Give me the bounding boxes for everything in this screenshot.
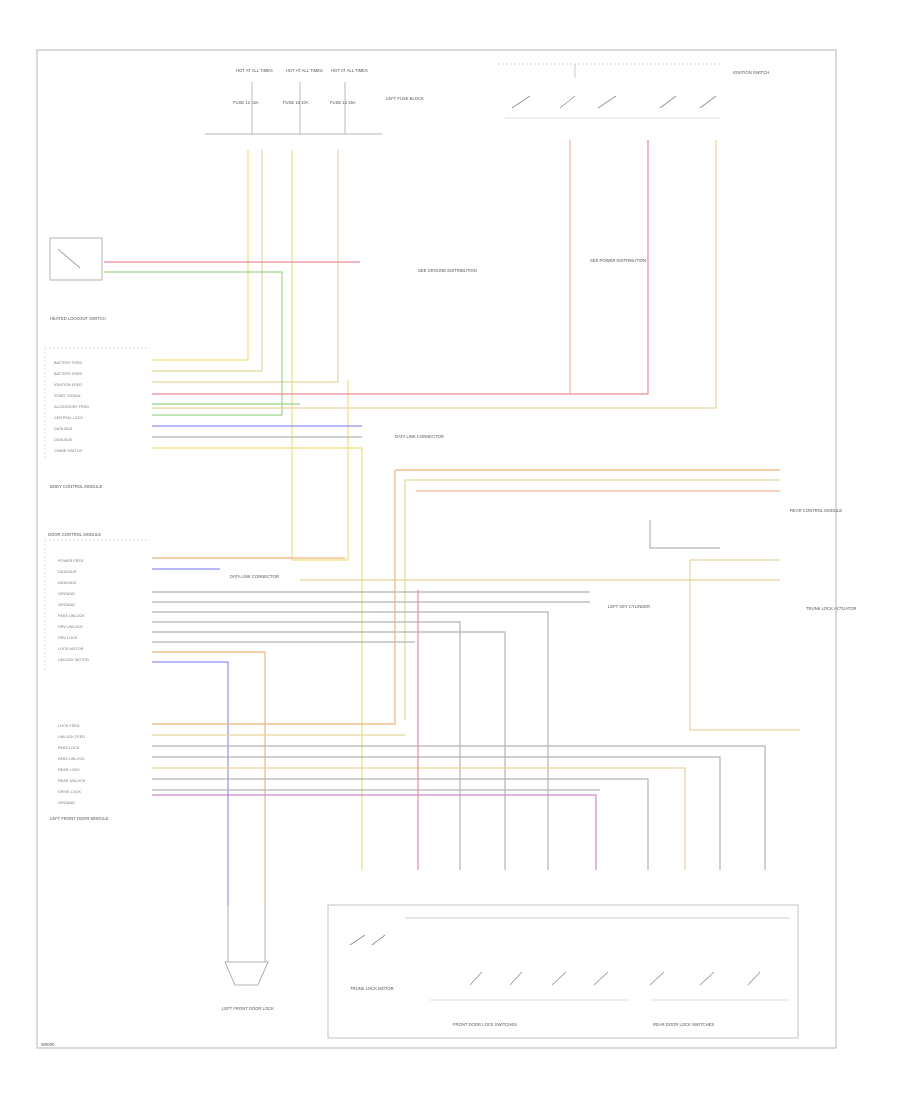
fuse-2-title: HOT AT ALL TIMES <box>286 68 323 73</box>
dcm-pin-9: LOCK MOTOR <box>58 647 84 651</box>
dcm-pin-7: DRV UNLOCK <box>58 625 83 629</box>
ignition-switch-label: IGNITION SWITCH <box>733 70 769 75</box>
door-switch-contacts <box>469 971 761 986</box>
heated-lockout-contact <box>57 248 81 269</box>
wire-dcm-orange2 <box>152 651 266 905</box>
dcm-pin-3: DATA BUS <box>58 581 77 585</box>
wire-dcm-gray4 <box>152 621 461 870</box>
dcm-pin-5: GROUND <box>58 603 75 607</box>
key-cylinder-label: LEFT KEY CYLINDER <box>608 604 650 609</box>
fuse-3-rating: FUSE 15 15A <box>330 100 356 105</box>
dcm-pin-6: PASS UNLOCK <box>58 614 85 618</box>
wire-right-gray <box>649 520 720 549</box>
trunk-motor-label: TRUNK LOCK MOTOR <box>350 986 394 991</box>
rear-switches-caption: REAR DOOR LOCK SWITCHES <box>653 1022 714 1027</box>
dcm-pin-2: DATA BUS <box>58 570 77 574</box>
dcm-pin-1: POWER FEED <box>58 559 84 563</box>
power-dist-label: SEE POWER DISTRIBUTION <box>590 258 646 263</box>
left-front-door-lock: LEFT FRONT DOOR LOCK <box>222 905 274 1011</box>
diagram-frame <box>36 49 837 1049</box>
wire-lfdm-purple <box>152 794 597 870</box>
body-control-module: BATTERY FEED BATTERY FEED IGNITION FEED … <box>44 347 150 489</box>
lfdm-pin-3: PASS LOCK <box>58 746 80 750</box>
heated-lockout-switch: HEATED LOCKOUT SWITCH <box>49 237 106 321</box>
fuse-block-section: HOT AT ALL TIMES FUSE 12 15A HOT AT ALL … <box>205 68 424 135</box>
ignition-switch-contacts <box>511 95 717 109</box>
lfdm-pin-7: DRIVE LOCK <box>58 790 81 794</box>
wire-dcm-gray5 <box>152 631 506 870</box>
wire-fuse2-yellow <box>291 150 349 561</box>
wire-fuse1-tan <box>152 150 263 372</box>
data-link-label-2: DATA LINK CONNECTOR <box>230 574 279 579</box>
bcm-pin-3: IGNITION FEED <box>54 383 82 387</box>
wire-fuse1-yellow <box>152 150 249 361</box>
heated-lockout-label: HEATED LOCKOUT SWITCH <box>50 316 106 321</box>
ignition-switch: IGNITION SWITCH <box>498 63 769 119</box>
wire-heated-green <box>104 271 283 416</box>
lfdm-pin-2: UNLOCK FEED <box>58 735 85 739</box>
lfdm-pin-6: REAR UNLOCK <box>58 779 86 783</box>
bcm-label: BODY CONTROL MODULE <box>50 484 103 489</box>
footer-code: W0000 <box>41 1042 55 1047</box>
rear-module-label: REAR CONTROL MODULE <box>790 508 842 513</box>
dcm-pin-10: UNLOCK MOTOR <box>58 658 89 662</box>
ground-dist-label-1: SEE GROUND DISTRIBUTION <box>418 268 477 273</box>
wires <box>104 140 800 905</box>
lock-switch-section: TRUNK LOCK MOTOR FRONT DOOR LOCK SWITCHE… <box>327 904 799 1039</box>
bcm-pin-8: DATA BUS <box>54 438 73 442</box>
lock-switch-frame <box>327 904 799 1039</box>
heated-lockout-box <box>49 237 103 281</box>
door-lock-motor-symbol <box>224 905 269 986</box>
fuse-block-label: LEFT FUSE BLOCK <box>386 96 424 101</box>
lfdm-pin-5: REAR LOCK <box>58 768 80 772</box>
fuse-3: HOT AT ALL TIMES FUSE 15 15A <box>330 68 368 134</box>
bcm-pin-2: BATTERY FEED <box>54 372 83 376</box>
bcm-pin-5: ACCESSORY FEED <box>54 405 89 409</box>
fuse-2: HOT AT ALL TIMES FUSE 16 10A <box>283 68 323 134</box>
left-front-door-module: LOCK FEED UNLOCK FEED PASS LOCK PASS UNL… <box>50 724 109 821</box>
front-switches-caption: FRONT DOOR LOCK SWITCHES <box>453 1022 517 1027</box>
fuse-3-title: HOT AT ALL TIMES <box>331 68 368 73</box>
wire-dcm-blue2 <box>152 661 229 905</box>
wire-lfdm-gray1 <box>152 745 766 870</box>
wire-right-tan2 <box>689 559 800 731</box>
door-control-module: POWER FEED DATA BUS DATA BUS GROUND GROU… <box>44 532 150 670</box>
fuse-1-title: HOT AT ALL TIMES <box>236 68 273 73</box>
left-fr-lock-label: LEFT FRONT DOOR LOCK <box>222 1006 274 1011</box>
wire-lfdm-gray3 <box>152 778 649 870</box>
wire-lfdm-gray2 <box>152 756 721 870</box>
lfdm-pin-8: GROUND <box>58 801 75 805</box>
lfdm-pin-4: PASS UNLOCK <box>58 757 85 761</box>
bcm-pin-6: CENTRAL LOCK <box>54 416 83 420</box>
wire-right-tan <box>404 479 780 720</box>
wire-bcm-red <box>152 140 649 395</box>
bcm-pin-7: DATA BUS <box>54 427 73 431</box>
wire-lfdm-tan2 <box>152 767 686 870</box>
wire-dcm-gray3 <box>152 611 549 870</box>
dcm-pin-4: GROUND <box>58 592 75 596</box>
trunk-lock-label: TRUNK LOCK ACTUATOR <box>806 606 857 611</box>
bcm-pin-1: BATTERY FEED <box>54 361 83 365</box>
wire-bcm-yellow <box>152 447 363 870</box>
fuse-1: HOT AT ALL TIMES FUSE 12 15A <box>233 68 273 134</box>
trunk-switch-contact <box>349 934 386 946</box>
fuse-2-rating: FUSE 16 10A <box>283 100 309 105</box>
wire-bcm-tan <box>152 140 717 409</box>
data-link-label-1: DATA LINK CONNECTOR <box>395 434 444 439</box>
wire-fuse3-tan <box>152 150 339 383</box>
dcm-pin-8: DRV LOCK <box>58 636 78 640</box>
lfdm-label: LEFT FRONT DOOR MODULE <box>50 816 109 821</box>
bcm-pin-9: CHIME SWITCH <box>54 449 83 453</box>
bcm-pin-4: START SIGNAL <box>54 394 81 398</box>
dcm-label: DOOR CONTROL MODULE <box>48 532 101 537</box>
fuse-1-rating: FUSE 12 15A <box>233 100 259 105</box>
wire-lfdm-orange <box>152 470 396 725</box>
lfdm-pin-1: LOCK FEED <box>58 724 80 728</box>
